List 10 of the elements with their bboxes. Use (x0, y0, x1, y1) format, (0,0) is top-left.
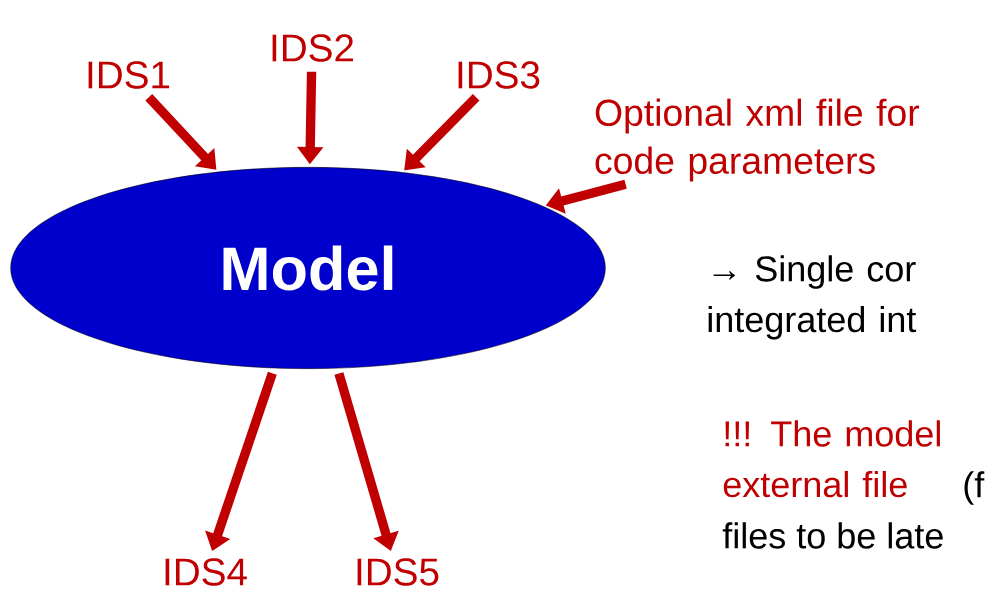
node-label: IDS2 (272, 34, 354, 62)
node-label: IDS4 (165, 558, 247, 586)
node-label: IDS5 (357, 558, 439, 586)
node-label: IDS1 (88, 61, 170, 89)
note-text: (f (964, 471, 985, 505)
note-text: !!! The model external file (723, 420, 940, 498)
node-label: IDS3 (458, 61, 540, 89)
arrow (145, 94, 217, 170)
note-text: → Single cor integrated int (708, 255, 917, 340)
note-text: files to be late (722, 522, 943, 549)
